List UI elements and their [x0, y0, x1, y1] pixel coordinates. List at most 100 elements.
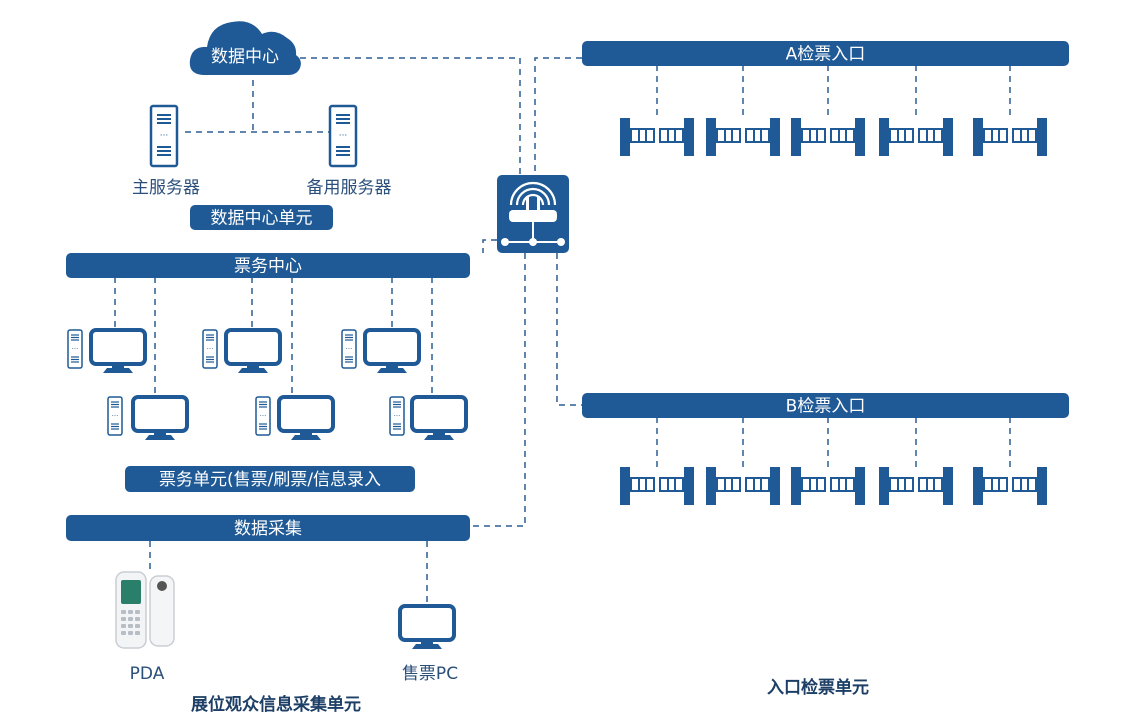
- rect: [1037, 118, 1047, 156]
- rect: [386, 364, 398, 369]
- dashed-connection: [482, 239, 497, 253]
- dashed-connection: [534, 57, 582, 175]
- rect: [121, 580, 141, 604]
- rect: [526, 196, 529, 210]
- rect: [135, 610, 140, 614]
- rect: [770, 467, 780, 505]
- rect: [121, 617, 126, 621]
- rect: [112, 364, 124, 369]
- path: [424, 435, 454, 440]
- dashed-connection: [300, 57, 521, 175]
- rect: [706, 118, 716, 156]
- rect: [135, 624, 140, 628]
- rect: [149, 575, 175, 647]
- rect: [620, 467, 630, 505]
- node-dot: [529, 238, 537, 246]
- rect: [791, 467, 801, 505]
- monitor-icon: [277, 395, 335, 440]
- pc-tower-icon: ···: [67, 329, 83, 369]
- pc-tower-icon: ···: [107, 396, 123, 436]
- path: [238, 368, 268, 373]
- path: [412, 644, 442, 649]
- turnstile-gate-icon: [706, 118, 780, 156]
- text: ···: [346, 345, 353, 353]
- monitor-icon: [89, 328, 147, 373]
- data-collection: 数据采集: [66, 515, 470, 541]
- ticket-center: 票务中心: [66, 253, 470, 278]
- rect: [855, 467, 865, 505]
- rect: [983, 128, 1008, 143]
- rect: [128, 617, 133, 621]
- gate-a-entrance: A检票入口: [582, 41, 1069, 66]
- text: ···: [112, 412, 119, 420]
- rect: [128, 624, 133, 628]
- circle: [157, 581, 167, 591]
- backup-server-label: 备用服务器: [307, 178, 392, 198]
- rect: [706, 467, 716, 505]
- monitor-icon: [131, 395, 189, 440]
- path: [103, 368, 133, 373]
- text: ···: [72, 345, 79, 353]
- wifi-router-icon: [497, 175, 569, 253]
- rect: [801, 477, 826, 492]
- pda-device-icon: [115, 571, 175, 649]
- dashed-connection: [470, 253, 526, 527]
- turnstile-gate-icon: [973, 467, 1047, 505]
- sale-pc-label: 售票PC: [402, 664, 458, 684]
- rect: [918, 477, 943, 492]
- rect: [128, 610, 133, 614]
- dashed-connection: [556, 253, 582, 406]
- rect: [659, 128, 684, 143]
- cloud-shape: [189, 21, 301, 75]
- rect: [131, 395, 189, 433]
- rect: [410, 395, 468, 433]
- rect: [135, 617, 140, 621]
- turnstile-gate-icon: [620, 467, 694, 505]
- rect: [121, 610, 126, 614]
- gate-b-entrance: B检票入口: [582, 393, 1069, 418]
- rect: [398, 604, 456, 642]
- node-dot: [557, 238, 565, 246]
- rect: [943, 118, 953, 156]
- node-dot: [501, 238, 509, 246]
- gate-a-entrance-label: A检票入口: [786, 45, 866, 65]
- datacenter-unit-label-box: [190, 205, 333, 230]
- rect: [943, 467, 953, 505]
- rect: [791, 118, 801, 156]
- rect: [121, 624, 126, 628]
- pc-tower-icon: ···: [389, 396, 405, 436]
- rect: [363, 328, 421, 366]
- turnstile-gate-icon: [879, 467, 953, 505]
- data-collection-bar: [66, 515, 470, 541]
- cloud-icon: 数据中心: [189, 21, 301, 75]
- ticket-center-label: 票务中心: [234, 257, 302, 277]
- rect: [89, 328, 147, 366]
- rect: [121, 631, 126, 635]
- datacenter-unit-label: 数据中心单元: [190, 205, 333, 230]
- turnstile-gate-icon: [973, 118, 1047, 156]
- rect: [973, 118, 983, 156]
- path: [145, 435, 175, 440]
- rect: [421, 640, 433, 645]
- wifi-arc: [509, 181, 557, 206]
- monitor-icon: [398, 604, 456, 649]
- text: ···: [260, 412, 267, 420]
- pc-tower-icon: ···: [341, 329, 357, 369]
- pc-tower-icon: ···: [255, 396, 271, 436]
- turnstile-gate-icon: [791, 467, 865, 505]
- wifi-arc: [515, 187, 551, 206]
- turnstile-gate-icon: [620, 118, 694, 156]
- data-collection-label: 数据采集: [234, 519, 302, 539]
- rect: [277, 395, 335, 433]
- gate-a-entrance-bar: [582, 41, 1069, 66]
- turnstile-gate-icon: [706, 467, 780, 505]
- rect: [830, 128, 855, 143]
- rect: [630, 477, 655, 492]
- rect: [855, 118, 865, 156]
- main-server-icon: ···: [149, 104, 179, 168]
- rect: [918, 128, 943, 143]
- rect: [1012, 477, 1037, 492]
- monitor-icon: [224, 328, 282, 373]
- rect: [247, 364, 259, 369]
